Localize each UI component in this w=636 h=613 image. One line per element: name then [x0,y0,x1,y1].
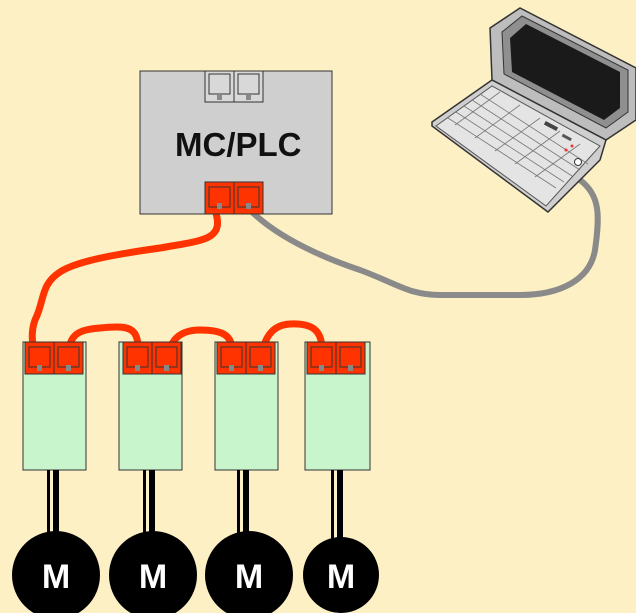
motor-1-label: M [42,558,70,596]
motor-shafts [47,470,343,542]
motor-icon: M [12,531,100,613]
drive-3 [214,341,279,471]
drive-1 [22,341,87,471]
drive-4 [304,341,371,471]
controller-unit: MC/PLC [139,70,333,215]
motor-icon: M [205,531,293,613]
motor-4-label: M [327,558,355,596]
laptop-icon [431,7,636,213]
bus-cable-controller-to-drive1 [28,206,221,372]
motor-2-label: M [139,558,167,596]
motor-3-label: M [235,558,263,596]
controller-label: MC/PLC [175,126,302,163]
motor-icon: M [303,537,379,613]
ethernet-cable [247,177,601,298]
drive-2 [118,341,183,471]
motor-icon: M [109,531,197,613]
